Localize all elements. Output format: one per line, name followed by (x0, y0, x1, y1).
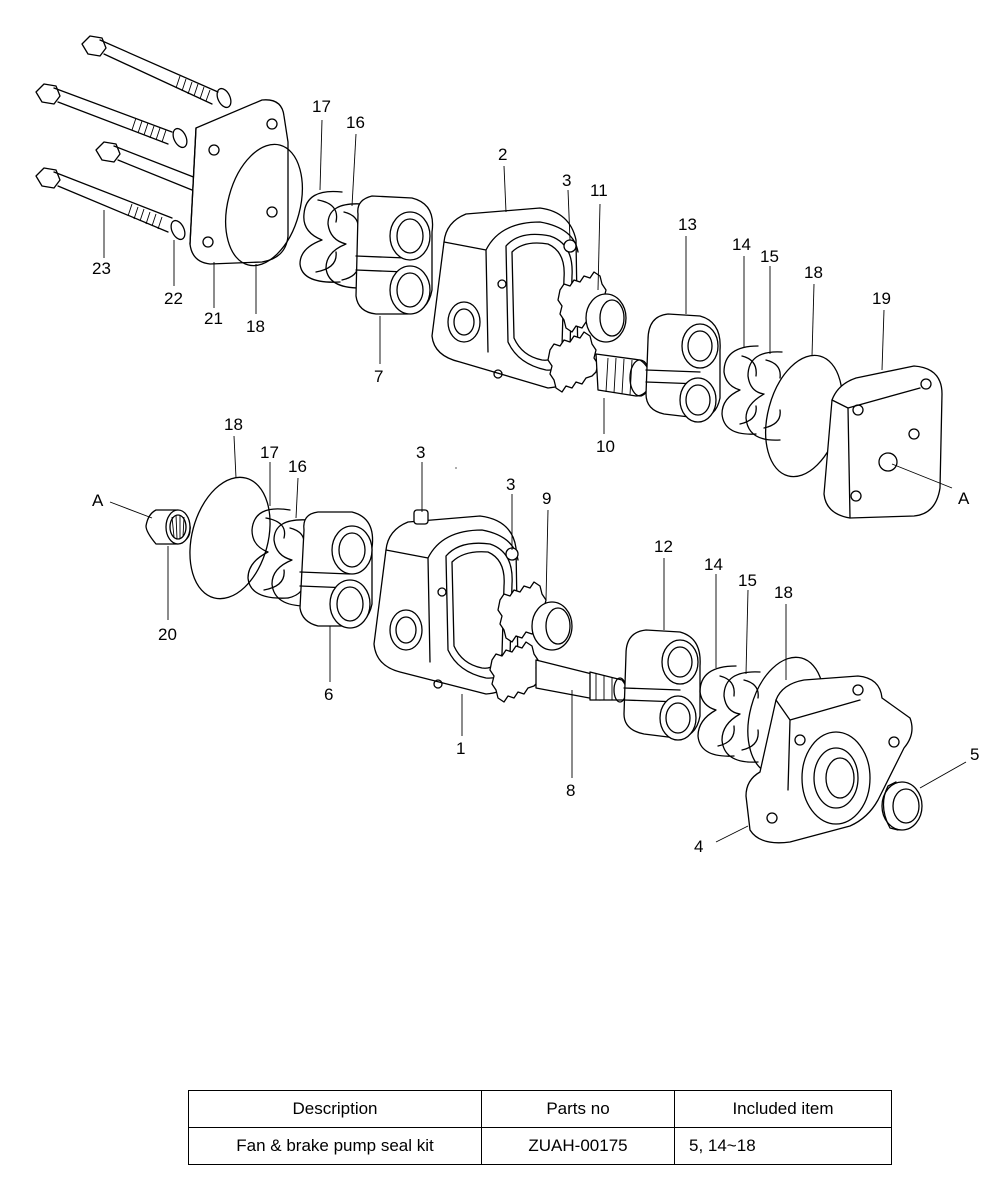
callout-3-upper: 3 (562, 171, 571, 190)
drive-gear-11 (557, 271, 627, 343)
callout-16-lower: 16 (288, 457, 307, 476)
bolt-set-23 (35, 35, 232, 241)
seal-15-lower (721, 671, 761, 763)
callout-14-upper: 14 (732, 235, 751, 254)
callout-3-lower-right: 3 (506, 475, 515, 494)
callout-17-upper: 17 (312, 97, 331, 116)
callout-9: 9 (542, 489, 551, 508)
header-included-item: Included item (674, 1090, 892, 1128)
callout-5: 5 (970, 745, 979, 764)
callout-23: 23 (92, 259, 111, 278)
callout-3-lower-left: 3 (416, 443, 425, 462)
callout-14-lower: 14 (704, 555, 723, 574)
callout-10: 10 (596, 437, 615, 456)
cell-description: Fan & brake pump seal kit (188, 1127, 482, 1165)
cell-included-item: 5, 14~18 (674, 1127, 892, 1165)
callout-15-lower: 15 (738, 571, 757, 590)
callout-12: 12 (654, 537, 673, 556)
callout-11: 11 (590, 181, 608, 200)
oil-seal-5 (881, 781, 923, 831)
driven-gear-10 (547, 331, 651, 397)
backup-ring-14-upper (721, 345, 759, 435)
cover-plate-21 (189, 99, 289, 265)
callout-6: 6 (324, 685, 333, 704)
driven-gear-9 (497, 581, 573, 651)
o-ring-18-lower-left (189, 476, 271, 600)
header-parts-no: Parts no (481, 1090, 675, 1128)
seal-17-lower (247, 508, 291, 599)
callout-4: 4 (694, 837, 703, 856)
callout-A-left: A (92, 491, 104, 510)
callout-18-lower-right: 18 (774, 583, 793, 602)
callout-2: 2 (498, 145, 507, 164)
bushing-12 (623, 629, 701, 741)
callout-15-upper: 15 (760, 247, 779, 266)
seal-15-upper (745, 351, 783, 441)
table-header-row: Description Parts no Included item (188, 1090, 892, 1128)
bushing-7 (355, 195, 434, 315)
housing-2 (431, 207, 579, 389)
callout-18-lower-left: 18 (224, 415, 243, 434)
bushing-6 (299, 511, 374, 629)
callout-1: 1 (456, 739, 465, 758)
table-row: Fan & brake pump seal kit ZUAH-00175 5, … (188, 1127, 892, 1165)
needle-bearing-20 (145, 509, 191, 545)
callout-7: 7 (374, 367, 383, 386)
callout-20: 20 (158, 625, 177, 644)
cell-parts-no: ZUAH-00175 (481, 1127, 675, 1165)
callout-17-lower: 17 (260, 443, 279, 462)
callout-16-upper: 16 (346, 113, 365, 132)
callout-labels: 23 22 21 18 17 16 7 2 3 11 10 13 14 15 1… (92, 97, 979, 856)
callout-8: 8 (566, 781, 575, 800)
front-flange-4 (745, 675, 913, 844)
callout-21: 21 (204, 309, 223, 328)
callout-19: 19 (872, 289, 891, 308)
backup-ring-14-lower (697, 665, 737, 757)
callout-18-upper-right: 18 (804, 263, 823, 282)
o-ring-18-upper-left (225, 143, 303, 267)
seal-17-upper (299, 190, 343, 283)
bushing-13 (645, 313, 721, 423)
callout-18-upper-left: 18 (246, 317, 265, 336)
callout-22: 22 (164, 289, 183, 308)
pump-exploded-view: 23 22 21 18 17 16 7 2 3 11 10 13 14 15 1… (35, 35, 979, 856)
callout-13: 13 (678, 215, 697, 234)
drive-shaft-8 (489, 641, 628, 703)
header-description: Description (188, 1090, 482, 1128)
callout-A-right: A (958, 489, 970, 508)
seal-kit-table: Description Parts no Included item Fan &… (188, 1090, 892, 1165)
rear-cover-19 (823, 365, 943, 519)
leader-lines (103, 119, 967, 843)
